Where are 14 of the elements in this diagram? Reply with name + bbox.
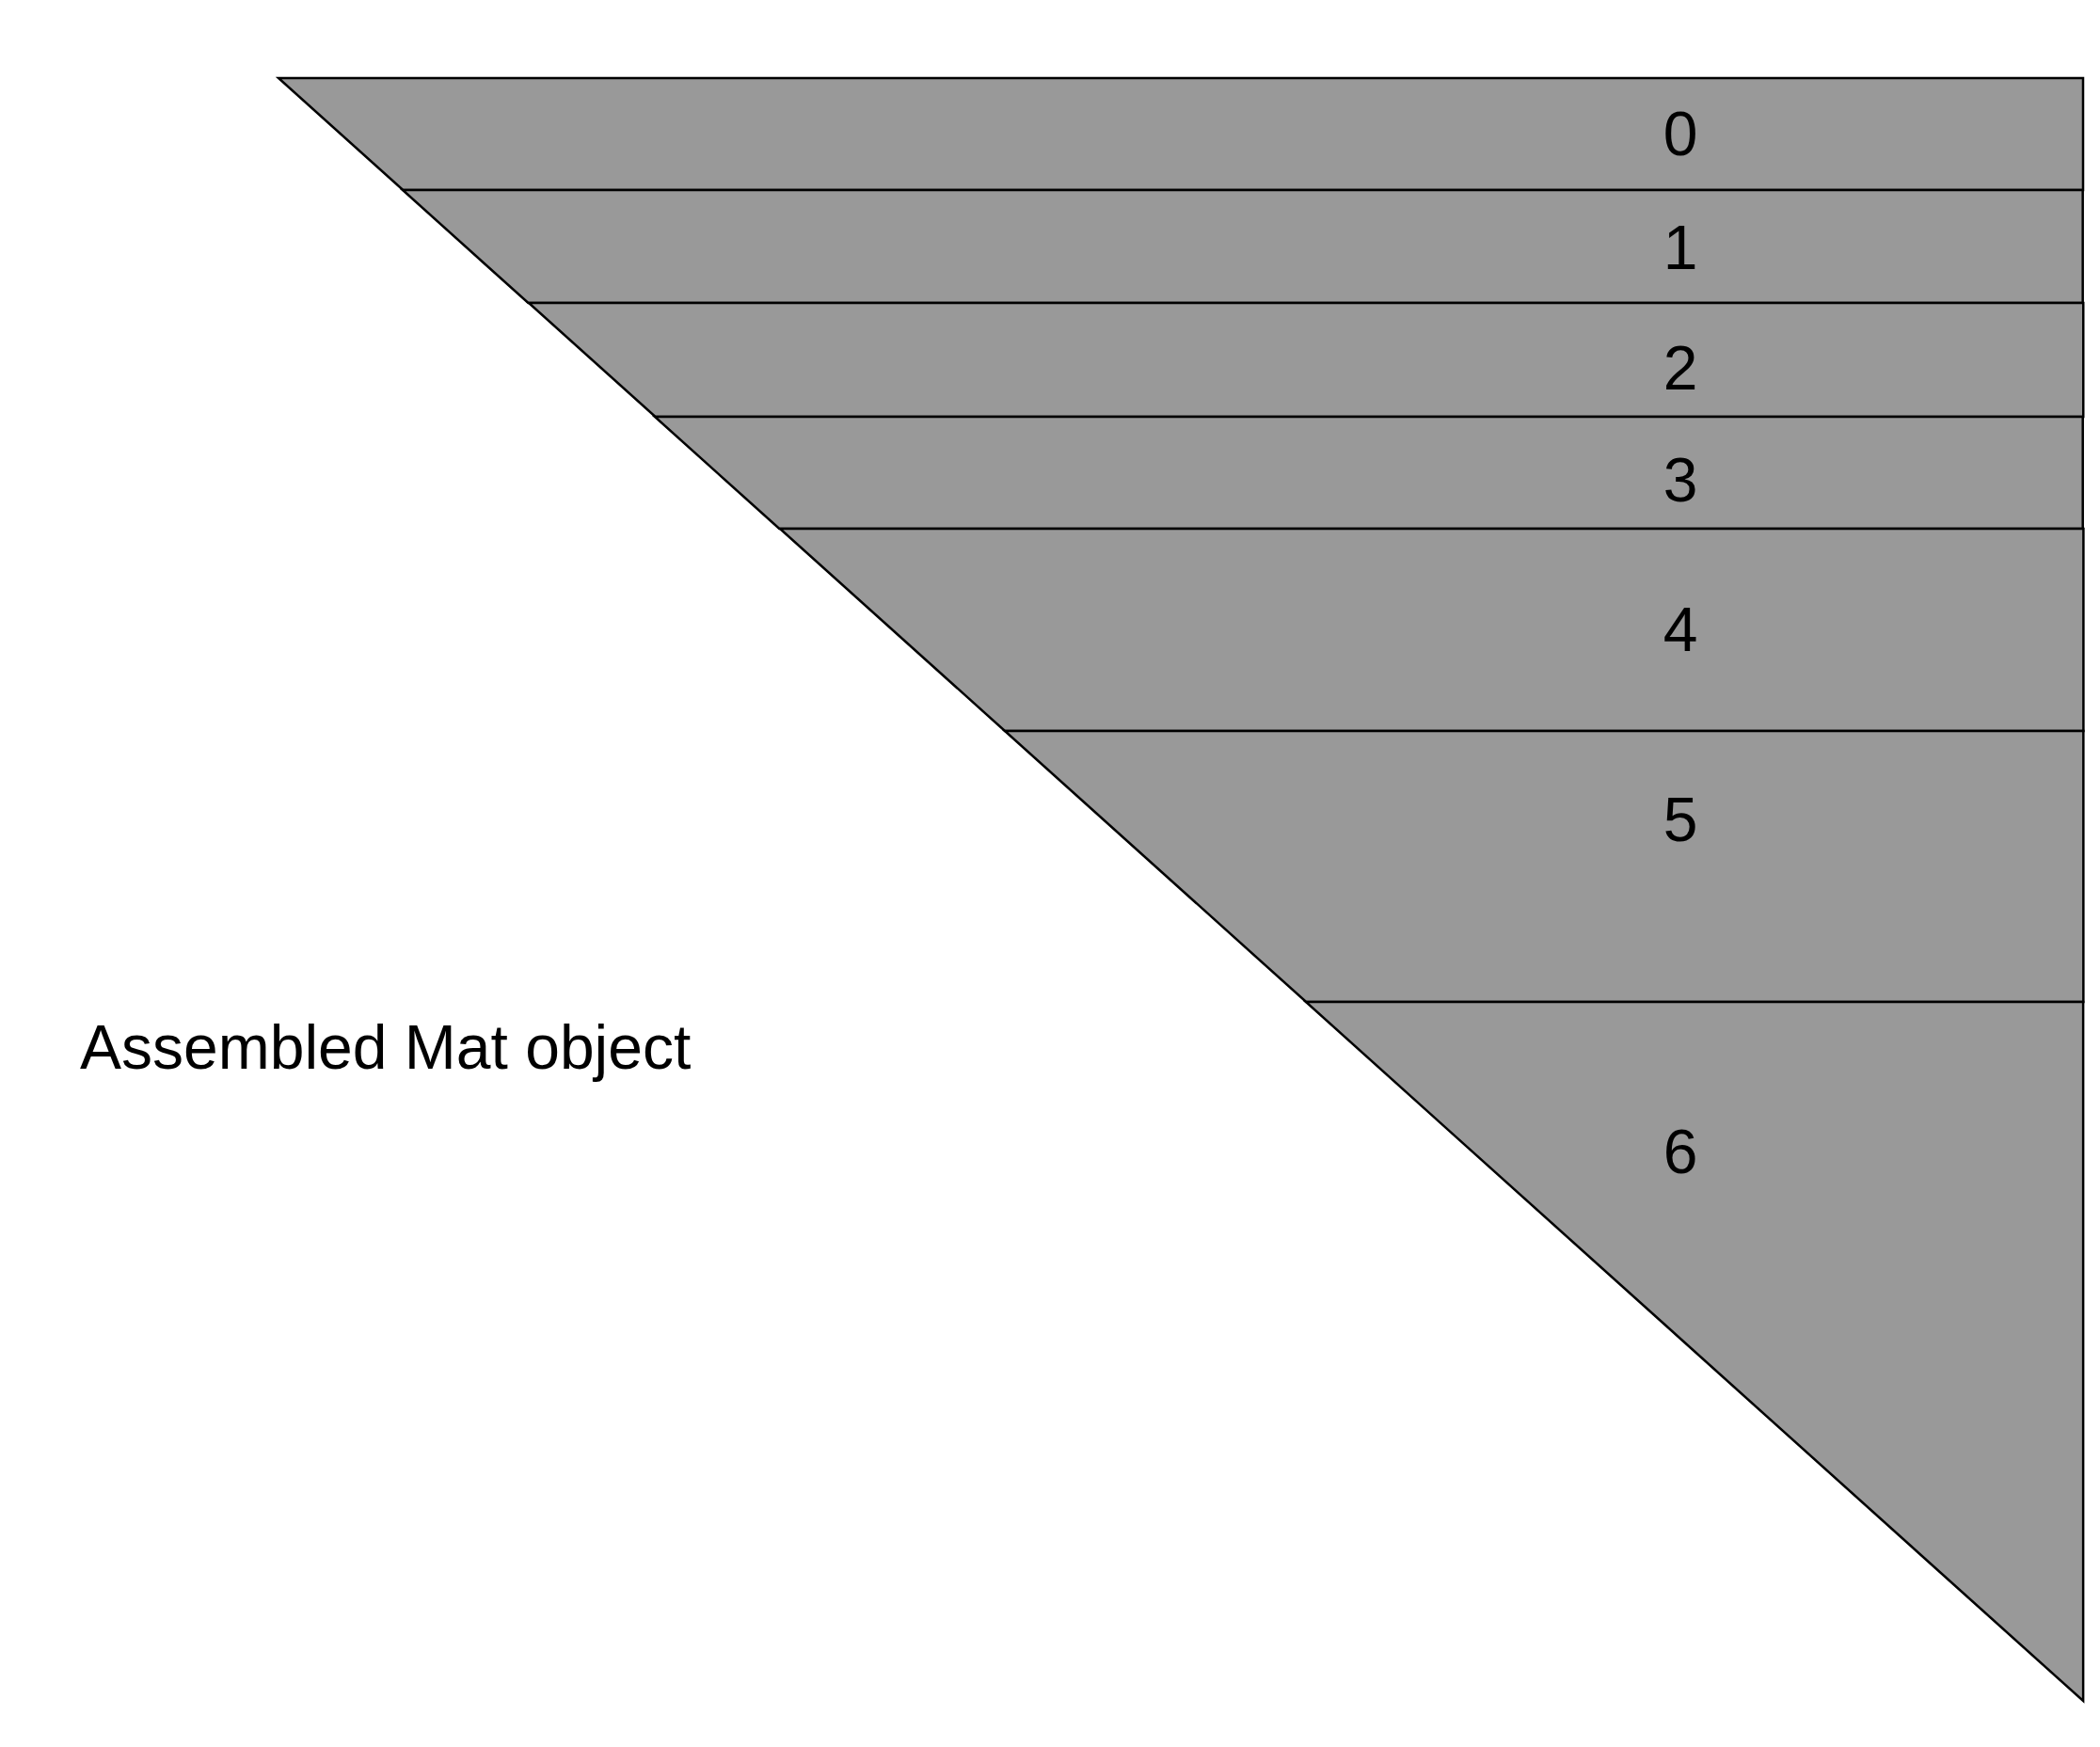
matrix-row-band xyxy=(779,529,2083,731)
matrix-row-band xyxy=(278,78,2083,190)
band-number: 2 xyxy=(1662,337,1698,399)
band-number: 3 xyxy=(1662,449,1698,511)
band-number: 4 xyxy=(1662,598,1698,660)
matrix-row-band xyxy=(1004,731,2083,1002)
matrix-row-band xyxy=(528,303,2083,417)
band-number: 1 xyxy=(1662,216,1698,278)
matrix-row-band xyxy=(403,190,2083,303)
band-number: 6 xyxy=(1662,1120,1698,1183)
matrix-row-band xyxy=(655,417,2083,529)
band-number: 5 xyxy=(1662,788,1698,850)
matrix-row-band xyxy=(1305,1002,2083,1701)
band-number: 0 xyxy=(1662,103,1698,165)
